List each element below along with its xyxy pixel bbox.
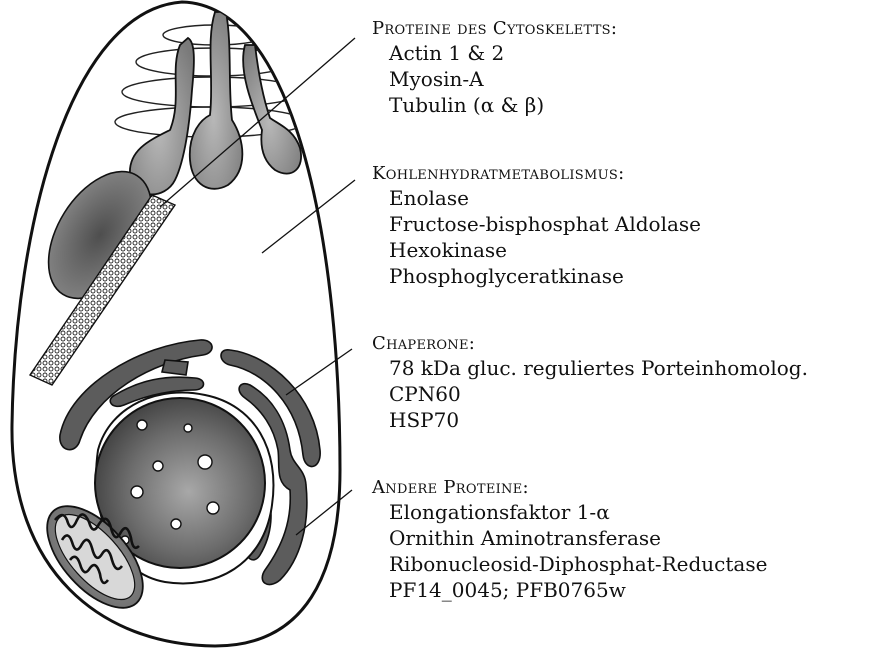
protein-item: CPN60 [389, 381, 808, 407]
group-title: Chaperone: [372, 333, 808, 355]
protein-item: Actin 1 & 2 [389, 40, 617, 66]
label-group-chaperones: Chaperone: 78 kDa gluc. reguliertes Port… [372, 333, 808, 433]
label-group-carbohydrate-metabolism: Kohlenhydratmetabolismus: Enolase Fructo… [372, 163, 701, 289]
protein-item: PF14_0045; PFB0765w [389, 577, 767, 603]
label-group-other-proteins: Andere Proteine: Elongationsfaktor 1-α O… [372, 477, 767, 603]
protein-item: Hexokinase [389, 237, 701, 263]
group-title: Andere Proteine: [372, 477, 767, 499]
protein-item: Myosin-A [389, 66, 617, 92]
protein-item: Enolase [389, 185, 701, 211]
protein-list: 78 kDa gluc. reguliertes Porteinhomolog.… [372, 355, 808, 433]
protein-list: Elongationsfaktor 1-α Ornithin Aminotran… [372, 499, 767, 603]
protein-item: Fructose-bisphosphat Aldolase [389, 211, 701, 237]
protein-item: Ornithin Aminotransferase [389, 525, 767, 551]
protein-list: Actin 1 & 2 Myosin-A Tubulin (α & β) [372, 40, 617, 118]
protein-item: Elongationsfaktor 1-α [389, 499, 767, 525]
protein-item: Phosphoglyceratkinase [389, 263, 701, 289]
label-group-cytoskeleton: Proteine des Cytoskeletts: Actin 1 & 2 M… [372, 18, 617, 118]
protein-item: HSP70 [389, 407, 808, 433]
group-title: Proteine des Cytoskeletts: [372, 18, 617, 40]
protein-item: Ribonucleosid-Diphosphat-Reductase [389, 551, 767, 577]
protein-item: Tubulin (α & β) [389, 92, 617, 118]
protein-item: 78 kDa gluc. reguliertes Porteinhomolog. [389, 355, 808, 381]
group-title: Kohlenhydratmetabolismus: [372, 163, 701, 185]
protein-list: Enolase Fructose-bisphosphat Aldolase He… [372, 185, 701, 289]
